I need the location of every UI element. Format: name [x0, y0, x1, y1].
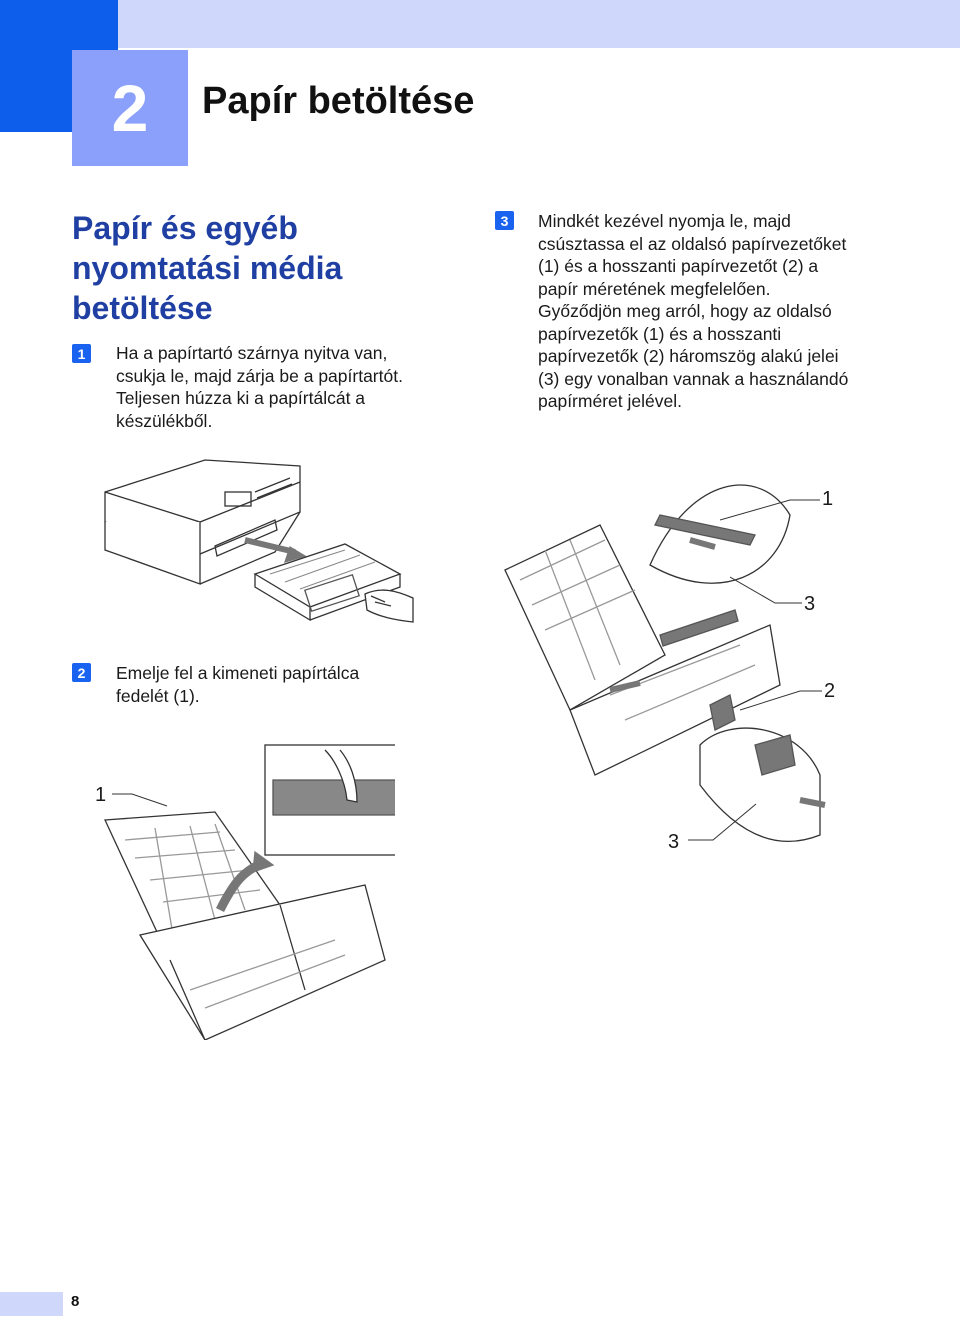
page-number-bar	[0, 1292, 63, 1316]
figure3-callout-3-bottom: 3	[668, 831, 680, 853]
step-2-badge: 2	[72, 663, 91, 682]
chapter-number-box: 2	[72, 50, 188, 166]
step-3-badge: 3	[495, 211, 514, 230]
printer-tray-illustration	[95, 452, 425, 652]
figure3-callout-3-top-leader	[730, 576, 802, 604]
step-3-badge-number: 3	[500, 212, 509, 229]
page-number: 8	[71, 1293, 80, 1310]
step-2-badge-number: 2	[77, 664, 86, 681]
figure3-callout-1-leader	[720, 499, 820, 521]
paper-guides-illustration	[500, 455, 830, 875]
output-tray-cover-illustration	[95, 740, 395, 1040]
step-3-text: Mindkét kezével nyomja le, majd csúsztas…	[538, 211, 849, 411]
figure3-callout-2: 2	[824, 680, 836, 702]
step-2-text: Emelje fel a kimeneti papírtálca fedelét…	[116, 663, 360, 706]
chapter-number: 2	[111, 71, 149, 145]
step-1-text: Ha a papírtartó szárnya nyitva van, csuk…	[116, 343, 403, 431]
figure3-callout-2-leader	[740, 690, 822, 711]
figure2-callout-1: 1	[95, 784, 107, 806]
step-1-badge: 1	[72, 344, 91, 363]
chapter-title: Papír betöltése	[202, 80, 475, 122]
figure3-callout-3-top: 3	[804, 593, 816, 615]
section-title: Papír és egyéb nyomtatási média betöltés…	[72, 210, 343, 326]
header-band	[118, 0, 960, 48]
figure3-callout-1: 1	[822, 488, 834, 510]
step-1-badge-number: 1	[77, 345, 86, 362]
figure3-callout-3-bottom-leader	[688, 803, 757, 841]
figure2-callout-1-leader	[112, 793, 168, 807]
